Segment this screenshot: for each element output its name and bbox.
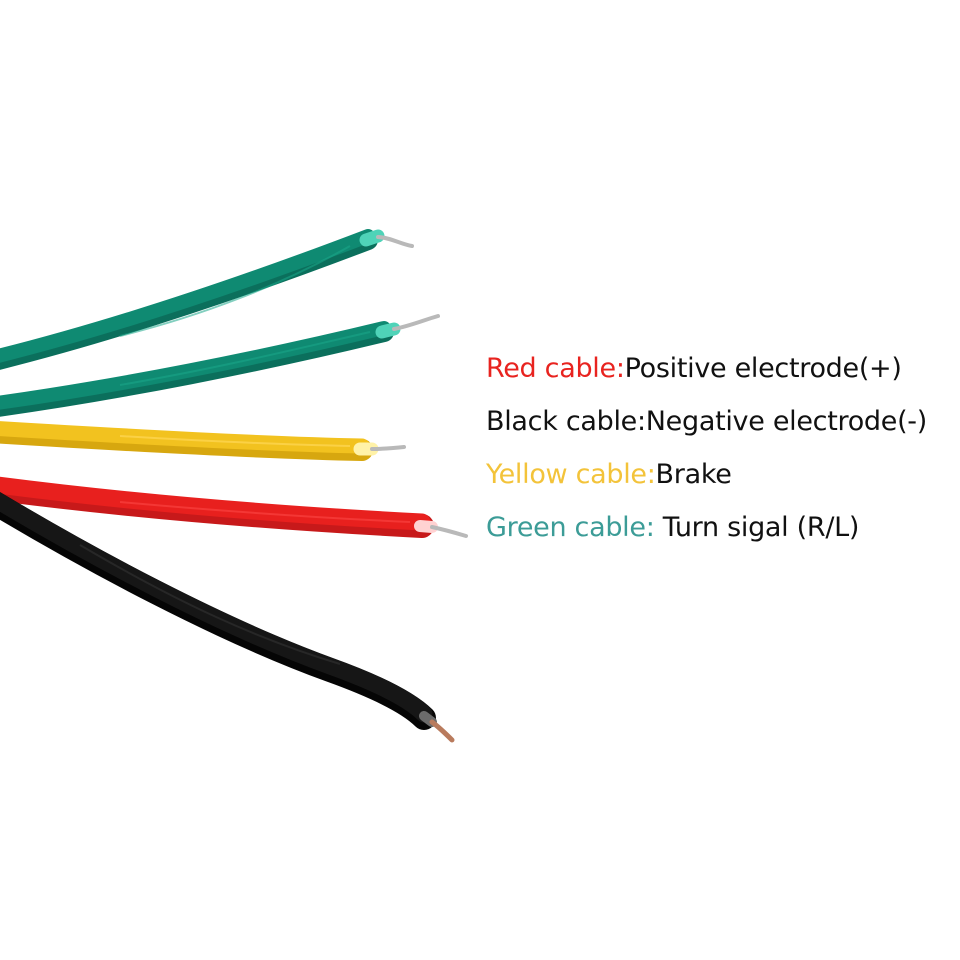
legend-desc-green: Turn sigal (R/L) <box>662 512 860 543</box>
green-wire-lower <box>0 314 440 417</box>
red-wire <box>0 476 468 538</box>
legend-row-black: Black cable:Negative electrode(-) <box>486 395 956 448</box>
legend-desc-red: Positive electrode(+) <box>624 353 902 384</box>
legend-key-black: Black cable: <box>486 406 646 437</box>
legend-row-red: Red cable:Positive electrode(+) <box>486 342 956 395</box>
wire-color-legend: Red cable:Positive electrode(+) Black ca… <box>486 342 956 554</box>
legend-desc-yellow: Brake <box>655 459 732 490</box>
legend-key-green: Green cable: <box>486 512 663 543</box>
green-wire-upper <box>0 229 414 370</box>
legend-key-yellow: Yellow cable: <box>486 459 656 490</box>
black-wire <box>0 491 455 743</box>
legend-row-green: Green cable: Turn sigal (R/L) <box>486 501 956 554</box>
legend-desc-black: Negative electrode(-) <box>645 406 928 437</box>
legend-key-red: Red cable: <box>486 353 625 384</box>
legend-row-yellow: Yellow cable:Brake <box>486 448 956 501</box>
